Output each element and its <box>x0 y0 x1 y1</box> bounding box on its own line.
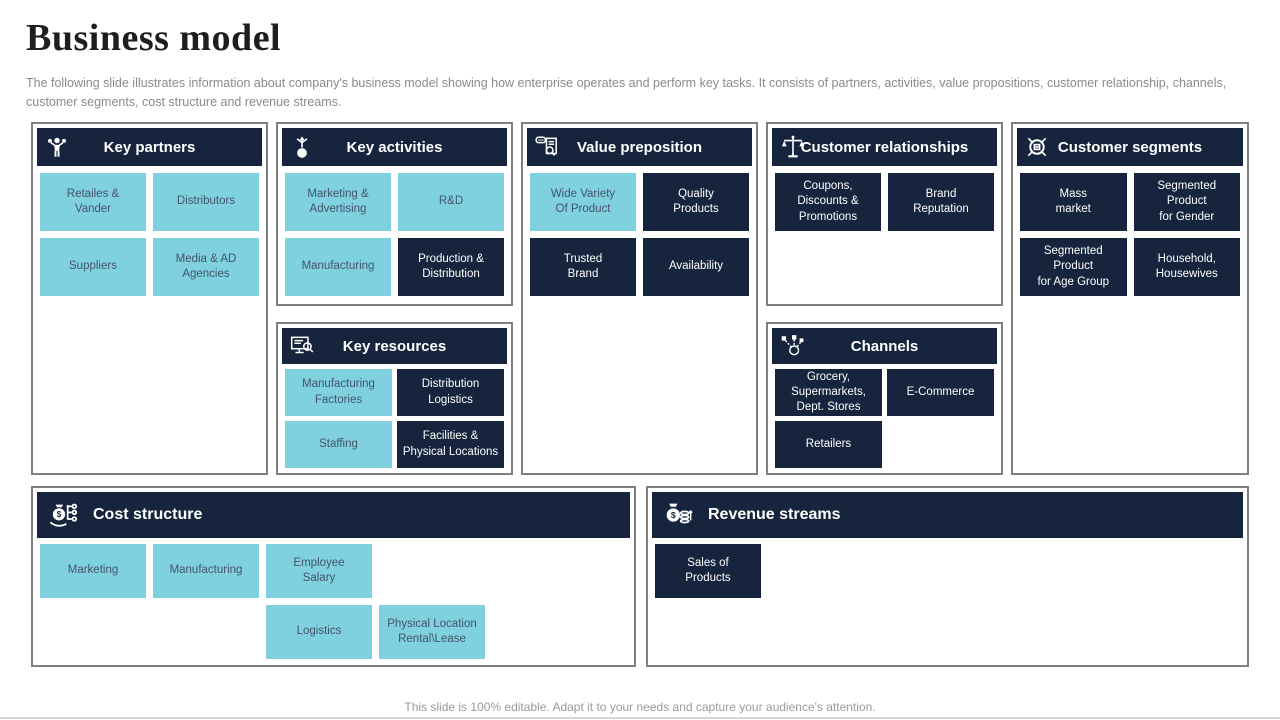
channels-item: Retailers <box>775 421 882 468</box>
section-title: Customer segments <box>1057 138 1203 156</box>
document-search-icon <box>534 134 560 160</box>
panel-channels: Channels Grocery, Supermarkets, Dept. St… <box>766 322 1003 475</box>
customer-relationships-item: Coupons, Discounts & Promotions <box>775 173 881 231</box>
target-gear-icon <box>1024 134 1050 160</box>
page-title: Business model <box>26 17 282 59</box>
customer-segments-header: Customer segments <box>1017 128 1243 166</box>
key-resources-item: Manufacturing Factories <box>285 369 392 416</box>
section-title: Customer relationships <box>800 138 969 156</box>
key-partners-item: Distributors <box>153 173 259 231</box>
section-title: Channels <box>850 337 919 355</box>
cost-structure-item: Physical Location Rental\Lease <box>379 605 485 659</box>
revenue-streams-item: Sales of Products <box>655 544 761 598</box>
customer-segments-item: Segmented Product for Gender <box>1133 173 1240 231</box>
key-resources-item: Facilities & Physical Locations <box>397 421 504 468</box>
customer-segments-item: Segmented Product for Age Group <box>1020 238 1127 296</box>
growth-sprout-icon <box>289 134 315 160</box>
monitor-search-icon <box>289 333 315 359</box>
svg-text:$: $ <box>57 510 62 519</box>
panel-key-partners: Key partners Retailes & Vander Distribut… <box>31 122 268 475</box>
customer-relationships-item: Brand Reputation <box>888 173 994 231</box>
key-resources-item: Staffing <box>285 421 392 468</box>
value-preposition-header: Value preposition <box>527 128 752 166</box>
panel-value-preposition: Value preposition Wide Variety Of Produc… <box>521 122 758 475</box>
network-nodes-icon <box>779 333 805 359</box>
cost-structure-item: Logistics <box>266 605 372 659</box>
panel-cost-structure: $ Cost structure Marketing Manufacturing… <box>31 486 636 667</box>
key-resources-item: Distribution Logistics <box>397 369 504 416</box>
cost-structure-item: Marketing <box>40 544 146 598</box>
key-activities-item: Marketing & Advertising <box>285 173 391 231</box>
balance-scale-icon <box>779 133 807 161</box>
channels-item: E-Commerce <box>887 369 994 416</box>
section-title: Key resources <box>342 337 447 355</box>
key-partners-item: Suppliers <box>40 238 146 296</box>
key-activities-item: Manufacturing <box>285 238 391 296</box>
money-bag-coins-icon: $ <box>662 499 694 531</box>
key-partners-item: Retailes & Vander <box>40 173 146 231</box>
cost-structure-item: Manufacturing <box>153 544 259 598</box>
panel-customer-segments: Customer segments Mass market Segmented … <box>1011 122 1249 475</box>
slide-description: The following slide illustrates informat… <box>26 76 1227 109</box>
value-preposition-item: Quality Products <box>643 173 749 231</box>
section-title: Value preposition <box>576 138 703 156</box>
value-preposition-item: Availability <box>643 238 749 296</box>
channels-header: Channels <box>772 328 997 364</box>
cost-structure-header: $ Cost structure <box>37 492 630 538</box>
panel-revenue-streams: $ Revenue streams Sales of Products <box>646 486 1249 667</box>
key-partners-item: Media & AD Agencies <box>153 238 259 296</box>
key-activities-item: Production & Distribution <box>398 238 504 296</box>
revenue-streams-header: $ Revenue streams <box>652 492 1243 538</box>
customer-segments-item: Mass market <box>1020 173 1127 231</box>
section-title: Key partners <box>103 138 196 156</box>
section-title: Key activities <box>346 138 443 156</box>
section-title: Cost structure <box>93 506 203 523</box>
svg-text:$: $ <box>671 510 676 520</box>
channels-item: Grocery, Supermarkets, Dept. Stores <box>775 369 882 416</box>
cost-structure-item: Employee Salary <box>266 544 372 598</box>
key-resources-header: Key resources <box>282 328 507 364</box>
panel-key-resources: Key resources Manufacturing Factories Di… <box>276 322 513 475</box>
key-activities-header: Key activities <box>282 128 507 166</box>
panel-key-activities: Key activities Marketing & Advertising R… <box>276 122 513 306</box>
value-preposition-item: Trusted Brand <box>530 238 636 296</box>
value-preposition-item: Wide Variety Of Product <box>530 173 636 231</box>
customer-relationships-header: Customer relationships <box>772 128 997 166</box>
bottom-divider <box>0 717 1280 719</box>
key-partners-header: Key partners <box>37 128 262 166</box>
money-bag-hand-icon: $ <box>47 499 79 531</box>
key-activities-item: R&D <box>398 173 504 231</box>
section-title: Revenue streams <box>708 506 841 523</box>
panel-customer-relationships: Customer relationships Coupons, Discount… <box>766 122 1003 306</box>
juggler-person-icon <box>44 134 70 160</box>
editable-note: This slide is 100% editable. Adapt it to… <box>404 700 876 714</box>
customer-segments-item: Household, Housewives <box>1133 238 1240 296</box>
